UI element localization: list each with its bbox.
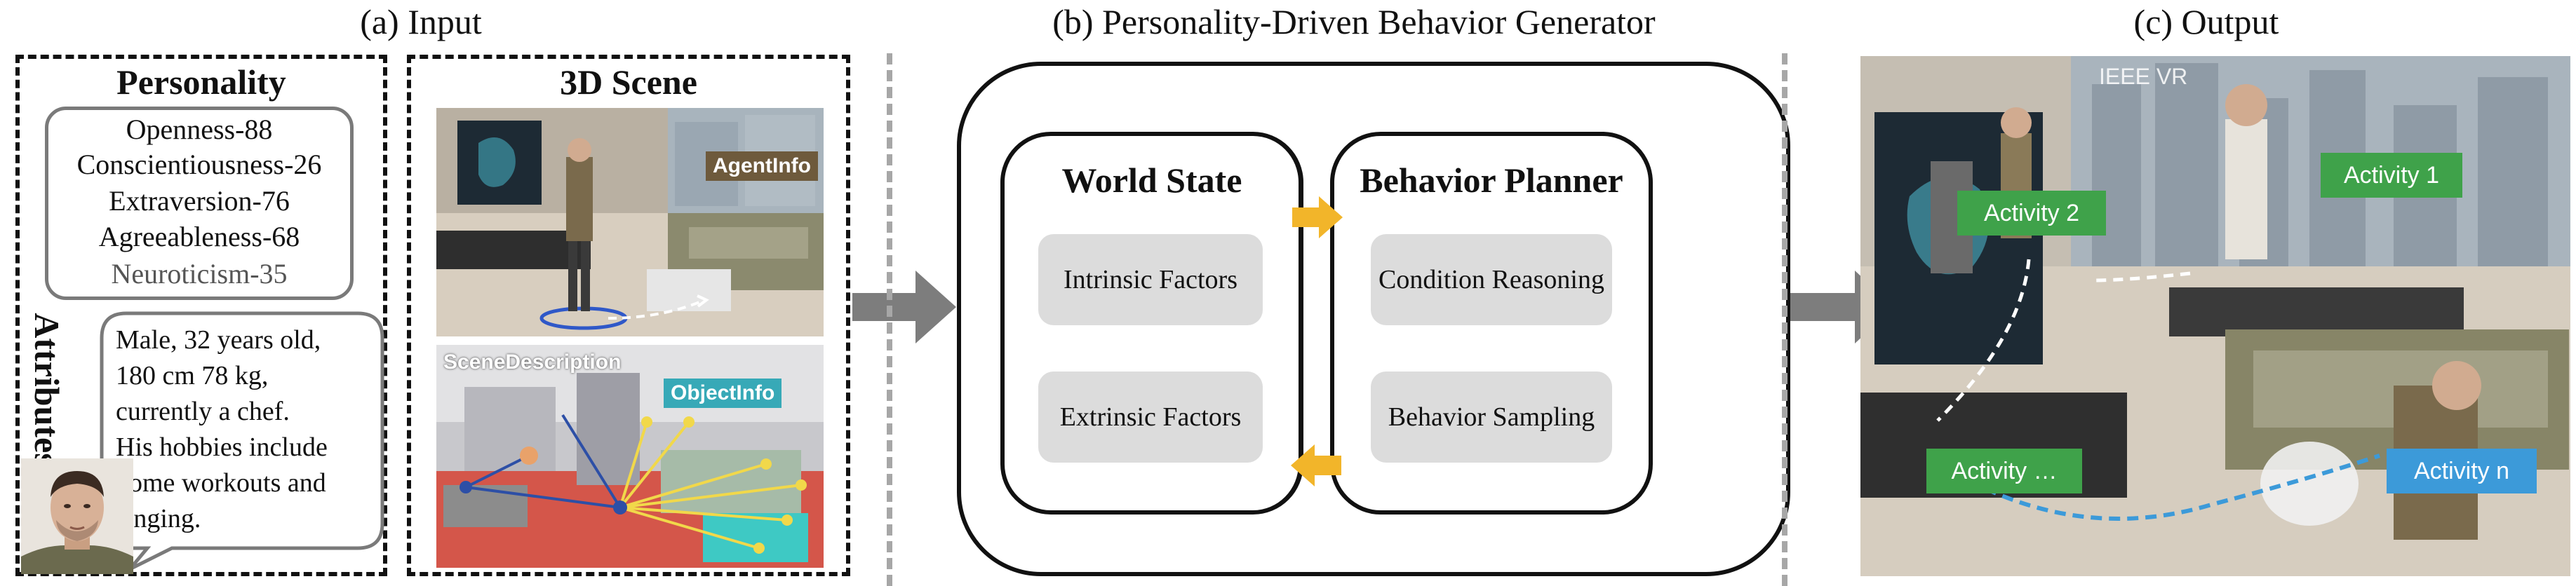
- scene-title: 3D Scene: [560, 62, 697, 102]
- attributes-speech-bubble: [100, 311, 384, 571]
- activity-n-label: Activity n: [2387, 449, 2537, 493]
- flow-arrow-input-to-generator: [852, 271, 956, 343]
- trait-conscientiousness: Conscientiousness-26: [76, 149, 322, 180]
- planner-to-world-arrow: [1291, 444, 1341, 486]
- behavior-planner-title: Behavior Planner: [1360, 161, 1623, 200]
- scene-panel: [407, 55, 850, 576]
- agent-info-tag: AgentInfo: [706, 151, 818, 181]
- trait-agreeableness: Agreeableness-68: [98, 221, 300, 252]
- behavior-sampling-box: Behavior Sampling: [1371, 372, 1612, 463]
- trait-openness: Openness-88: [126, 114, 273, 145]
- scene-render-image: [436, 108, 824, 336]
- extrinsic-factors-box: Extrinsic Factors: [1038, 372, 1263, 463]
- output-section-title: (c) Output: [2133, 2, 2279, 41]
- generator-section-title: (b) Personality-Driven Behavior Generato…: [1052, 2, 1656, 41]
- trait-extraversion: Extraversion-76: [109, 185, 290, 217]
- section-separator-left: [887, 53, 892, 586]
- condition-reasoning-box: Condition Reasoning: [1371, 234, 1612, 325]
- svg-text:IEEE VR: IEEE VR: [2099, 64, 2187, 89]
- world-state-box: [1000, 132, 1303, 515]
- trait-neuroticism: Neuroticism-35: [111, 258, 288, 289]
- activity-1-label: Activity 1: [2321, 153, 2462, 198]
- generator-outer-box: [957, 62, 1790, 576]
- scene-description-tag: SceneDescription: [443, 350, 622, 374]
- behavior-planner-box: [1330, 132, 1653, 515]
- personality-title: Personality: [116, 62, 286, 102]
- personality-panel: [15, 55, 387, 576]
- world-to-planner-arrow: [1292, 196, 1343, 238]
- object-info-tag: ObjectInfo: [664, 379, 782, 408]
- attributes-title: Attributes: [27, 313, 67, 467]
- personality-traits-box: [45, 107, 354, 300]
- activity-ellipsis-label: Activity …: [1926, 449, 2082, 493]
- input-section-title: (a) Input: [360, 2, 482, 41]
- world-state-title: World State: [1061, 161, 1242, 200]
- activity-2-label: Activity 2: [1957, 191, 2106, 236]
- attributes-text: Male, 32 years old, 180 cm 78 kg, curren…: [116, 325, 328, 533]
- section-separator-right: [1782, 53, 1787, 586]
- output-scene-image: IEEE VR: [1860, 56, 2570, 576]
- agent-face-photo: [21, 458, 133, 574]
- intrinsic-factors-box: Intrinsic Factors: [1038, 234, 1263, 325]
